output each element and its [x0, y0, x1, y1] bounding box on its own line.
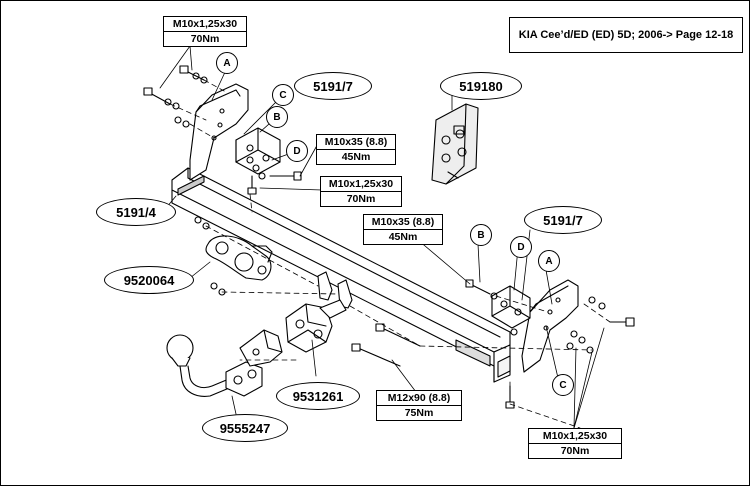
assembly-dash-lines: [169, 79, 611, 429]
torque-spec-mid-a: M10x35 (8.8) 45Nm: [316, 134, 396, 165]
socket-plate: [431, 103, 479, 185]
spec-torque: 70Nm: [560, 445, 590, 457]
torque-spec-bottom-mid: M12x90 (8.8) 75Nm: [376, 390, 462, 421]
ref-marker-a-right: A: [538, 250, 560, 272]
spec-torque: 70Nm: [190, 33, 220, 45]
part-label-9531261: 9531261: [276, 382, 360, 410]
torque-spec-mid-b: M10x1,25x30 70Nm: [320, 176, 402, 207]
ref-marker-b-right: B: [470, 224, 492, 246]
part-label-5191-7-right: 5191/7: [524, 206, 602, 234]
spec-bolt: M10x1,25x30: [529, 429, 621, 444]
torque-spec-right-a: M10x35 (8.8) 45Nm: [363, 214, 443, 245]
left-side-bracket: [189, 83, 249, 181]
right-side-bracket: [521, 279, 579, 373]
spec-bolt: M10x1,25x30: [164, 17, 246, 32]
part-label-5191-4: 5191/4: [96, 198, 176, 226]
ref-marker-d-top: D: [286, 140, 308, 162]
torque-spec-top-left: M10x1,25x30 70Nm: [163, 16, 247, 47]
part-label-5191-7-top: 5191/7: [294, 72, 372, 100]
spec-bolt: M10x35 (8.8): [317, 135, 395, 150]
spec-torque: 45Nm: [341, 151, 371, 163]
spec-bolt: M10x35 (8.8): [364, 215, 442, 230]
cross-beam: [171, 167, 511, 383]
coupling-socket: [285, 299, 347, 353]
part-label-9520064: 9520064: [104, 266, 194, 294]
spec-torque: 45Nm: [388, 231, 418, 243]
ref-marker-b-top: B: [266, 106, 288, 128]
spec-bolt: M12x90 (8.8): [377, 391, 461, 406]
right-center-bracket: [491, 285, 531, 329]
torque-spec-bottom-right: M10x1,25x30 70Nm: [528, 428, 622, 459]
top-center-bracket: [235, 127, 281, 175]
mounting-plate: [205, 235, 273, 281]
tow-ball-neck: [166, 329, 283, 397]
leader-lines: [159, 45, 605, 429]
ref-marker-c-top: C: [272, 84, 294, 106]
spec-torque: 75Nm: [404, 407, 434, 419]
ref-marker-c-right: C: [552, 374, 574, 396]
page-title: KIA Cee’d/ED (ED) 5D; 2006-> Page 12-18: [518, 29, 734, 41]
part-label-519180: 519180: [440, 72, 522, 100]
title-box: KIA Cee’d/ED (ED) 5D; 2006-> Page 12-18: [509, 17, 743, 53]
spec-torque: 70Nm: [346, 193, 376, 205]
beam-center-clamps: [317, 271, 353, 309]
ref-marker-a-top: A: [216, 52, 238, 74]
ref-marker-d-right: D: [510, 236, 532, 258]
part-label-9555247: 9555247: [202, 414, 288, 442]
spec-bolt: M10x1,25x30: [321, 177, 401, 192]
